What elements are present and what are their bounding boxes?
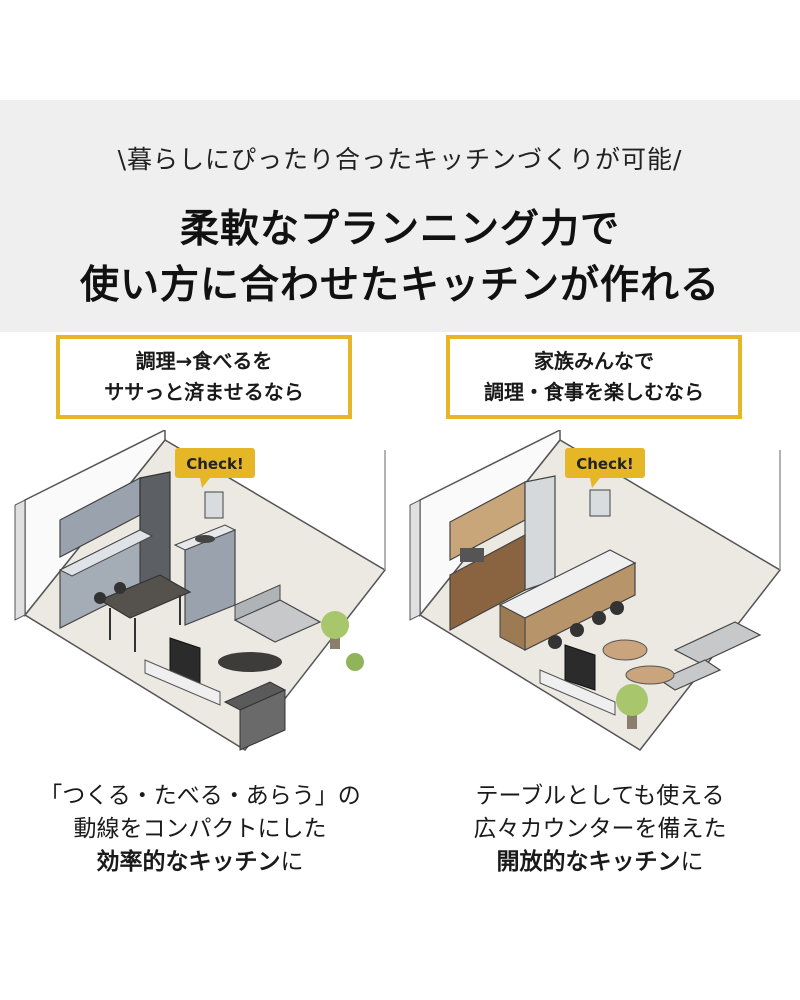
range-hood bbox=[204, 491, 224, 519]
right-label-line2: 調理・食事を楽しむなら bbox=[484, 380, 704, 404]
stove-burner bbox=[195, 535, 215, 543]
tv bbox=[564, 644, 596, 691]
left-caption-line2: 動線をコンパクトにした bbox=[73, 816, 327, 842]
right-caption: テーブルとしても使える 広々カウンターを備えた 開放的なキッチンに bbox=[400, 780, 800, 879]
left-caption: 「つくる・たべる・あらう」の 動線をコンパクトにした 効率的なキッチンに bbox=[0, 780, 400, 879]
open-kitchen-illustration: Check! bbox=[409, 430, 782, 751]
right-caption-line1: テーブルとしても使える bbox=[475, 783, 725, 809]
left-caption-line3: 効率的なキッチンに bbox=[0, 846, 400, 879]
plant bbox=[616, 684, 648, 716]
right-check-badge: Check! bbox=[565, 448, 645, 488]
left-label-line1: 調理→食べるを bbox=[135, 349, 273, 373]
fridge bbox=[139, 471, 171, 591]
sofa bbox=[673, 621, 762, 664]
page-title-line2: 使い方に合わせたキッチンが作れる bbox=[79, 263, 720, 308]
microwave bbox=[460, 548, 484, 562]
right-label-line1: 家族みんなで bbox=[534, 349, 654, 373]
header-band bbox=[0, 100, 800, 332]
left-check-badge: Check! bbox=[175, 448, 255, 488]
dining-table bbox=[98, 574, 192, 619]
left-caption-line1: 「つくる・たべる・あらう」の bbox=[39, 783, 361, 809]
left-caption-tail: に bbox=[280, 849, 304, 875]
compact-kitchen-illustration: Check! bbox=[14, 430, 387, 751]
coffee-table bbox=[625, 665, 675, 685]
page-subtitle: \暮らしにぴったり合ったキッチンづくりが可能/ bbox=[117, 145, 683, 174]
round-table bbox=[602, 639, 648, 661]
left-caption-bold: 効率的なキッチン bbox=[96, 849, 281, 875]
left-check-text: Check! bbox=[186, 455, 244, 473]
right-caption-line3: 開放的なキッチンに bbox=[400, 846, 800, 879]
right-caption-tail: に bbox=[680, 849, 704, 875]
right-caption-line2: 広々カウンターを備えた bbox=[473, 816, 727, 842]
left-label-line2: ササっと済ませるなら bbox=[104, 380, 304, 404]
plant bbox=[321, 611, 349, 639]
coffee-table bbox=[218, 652, 282, 672]
right-label-box: 家族みんなで 調理・食事を楽しむなら bbox=[446, 335, 742, 419]
right-check-text: Check! bbox=[576, 455, 634, 473]
page-title-line1: 柔軟なプランニング力で bbox=[179, 207, 620, 252]
back-counter bbox=[449, 534, 526, 631]
fridge bbox=[524, 475, 556, 591]
range-hood bbox=[589, 489, 611, 517]
right-caption-bold: 開放的なキッチン bbox=[496, 849, 681, 875]
left-label-box: 調理→食べるを ササっと済ませるなら bbox=[56, 335, 352, 419]
